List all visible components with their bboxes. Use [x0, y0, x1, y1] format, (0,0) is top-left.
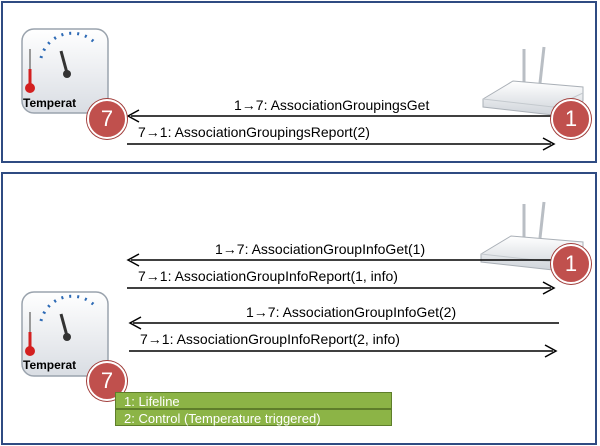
message-label-4: 7→1: AssociationGroupInfoReport(1, info) — [138, 268, 398, 284]
message-label-2: 7→1: AssociationGroupingsReport(2) — [138, 124, 370, 140]
top-sequence-panel: Temperat 7 1 1→7: AssociationGroupingsGe… — [1, 1, 597, 163]
message-arrow-2 — [127, 137, 556, 151]
message-label-5: 1→7: AssociationGroupInfoGet(2) — [246, 304, 457, 320]
message-arrow-6 — [129, 344, 558, 358]
thermostat-node-badge: 7 — [87, 99, 127, 139]
message-label-3: 1→7: AssociationGroupInfoGet(1) — [215, 241, 426, 257]
message-arrow-1 — [126, 109, 559, 123]
controller-node-badge: 1 — [551, 244, 591, 284]
thermostat-gauge-icon — [21, 291, 109, 377]
controller-node-badge: 1 — [551, 99, 591, 139]
message-label-6: 7→1: AssociationGroupInfoReport(2, info) — [140, 331, 400, 347]
association-group-1: 1: Lifeline — [115, 392, 392, 409]
association-group-2: 2: Control (Temperature triggered) — [115, 409, 392, 426]
message-arrow-3 — [126, 253, 559, 267]
bottom-sequence-panel: 1 Temperat 7 1→7: AssociationGroupInfoGe… — [1, 172, 597, 445]
message-label-1: 1→7: AssociationGroupingsGet — [234, 97, 430, 113]
thermostat-label: Temperat — [23, 358, 77, 372]
thermostat-gauge-icon — [21, 28, 109, 114]
message-arrow-4 — [127, 281, 556, 295]
message-arrow-5 — [128, 316, 559, 330]
thermostat-label: Temperat — [23, 96, 77, 110]
